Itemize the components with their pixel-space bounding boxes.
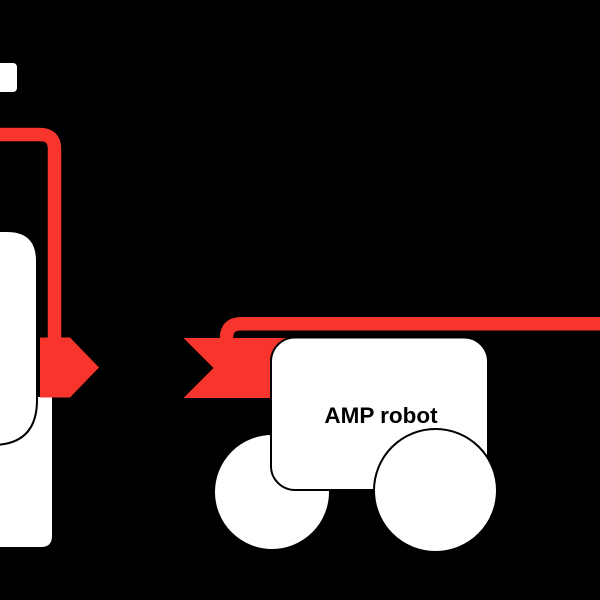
flow-left	[0, 127, 99, 398]
left-machine-upper-body	[0, 230, 38, 446]
flow-pipe-left	[0, 127, 62, 340]
flow-arrow-left	[40, 337, 99, 398]
amp-robot-wheel-right	[373, 428, 498, 553]
left-machine	[0, 61, 54, 549]
amp-robot-label: AMP robot	[324, 403, 438, 428]
amp-robot: AMP robot	[213, 336, 498, 553]
left-machine-top-box	[0, 61, 19, 94]
